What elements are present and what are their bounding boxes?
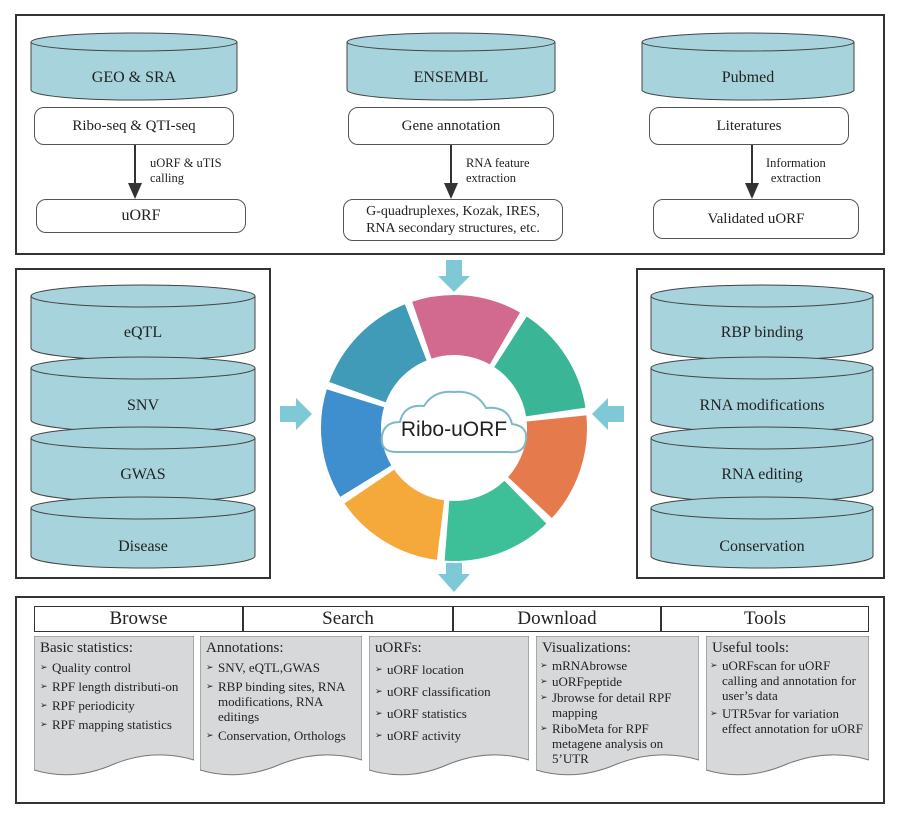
list-item: RBP binding sites, RNA modifications, RN… bbox=[206, 679, 360, 724]
list-item: RPF length distributi-on bbox=[40, 679, 192, 694]
card-uorfs: uORFs: uORF location uORF classification… bbox=[369, 636, 529, 786]
literatures-box: Literatures bbox=[649, 107, 849, 145]
top-panel bbox=[15, 14, 885, 255]
right-panel bbox=[636, 268, 885, 579]
card-title: Visualizations: bbox=[542, 640, 632, 656]
tab-tools[interactable]: Tools bbox=[661, 606, 869, 632]
pubmed-label: Pubmed bbox=[721, 69, 775, 86]
list-item: RiboMeta for RPF metagene analysis on 5’… bbox=[540, 721, 696, 766]
tab-search[interactable]: Search bbox=[243, 606, 453, 632]
conservation-label: Conservation bbox=[719, 538, 805, 555]
pubmed-database-icon bbox=[641, 32, 855, 101]
list-item: Quality control bbox=[40, 660, 192, 675]
card-title: Useful tools: bbox=[712, 640, 790, 656]
list-item: Jbrowse for detail RPF mapping bbox=[540, 690, 696, 720]
arrow-down-top-icon bbox=[438, 260, 470, 292]
list-item: Conservation, Orthologs bbox=[206, 728, 360, 743]
ribo-uorf-label: Ribo-uORF bbox=[400, 418, 508, 441]
bottom-panel bbox=[15, 596, 885, 804]
wheel-segment bbox=[491, 313, 588, 419]
validated-uorf-box: Validated uORF bbox=[653, 199, 859, 239]
card-useful-tools: Useful tools: uORFscan for uORF calling … bbox=[706, 636, 869, 786]
eqtl-label: eQTL bbox=[123, 324, 163, 341]
rna-modifications-label: RNA modifications bbox=[699, 397, 825, 414]
card-title: uORFs: bbox=[375, 640, 422, 656]
card-visualizations: Visualizations: mRNAbrowse uORFpeptide J… bbox=[536, 636, 699, 786]
left-database-stack bbox=[30, 284, 256, 569]
center-wheel bbox=[280, 260, 624, 592]
geo-sra-database-icon bbox=[30, 32, 238, 101]
ensembl-label: ENSEMBL bbox=[413, 69, 489, 86]
down-arrow-icon bbox=[745, 145, 759, 199]
uorf-result-box: uORF bbox=[36, 199, 246, 233]
ensembl-database-icon bbox=[346, 32, 556, 101]
gwas-label: GWAS bbox=[120, 466, 166, 483]
list-item: uORF location bbox=[375, 662, 527, 677]
list-item: uORF classification bbox=[375, 684, 527, 699]
card-title: Basic statistics: bbox=[40, 640, 133, 656]
arrow-down-bottom-icon bbox=[438, 562, 470, 592]
down-arrow-icon bbox=[128, 145, 142, 199]
arrow-left-icon bbox=[592, 398, 624, 430]
rbp-binding-label: RBP binding bbox=[720, 324, 804, 341]
wheel-segment bbox=[341, 466, 447, 563]
list-item: uORFscan for uORF calling and annotation… bbox=[710, 658, 866, 703]
list-item: uORF activity bbox=[375, 728, 527, 743]
tab-download[interactable]: Download bbox=[453, 606, 661, 632]
tab-browse[interactable]: Browse bbox=[34, 606, 243, 632]
wheel-segment bbox=[442, 477, 550, 563]
left-panel bbox=[15, 268, 271, 579]
list-item: SNV, eQTL,GWAS bbox=[206, 660, 360, 675]
card-annotations: Annotations: SNV, eQTL,GWAS RBP binding … bbox=[200, 636, 362, 786]
rna-features-box: G-quadruplexes, Kozak, IRES, RNA seconda… bbox=[343, 199, 563, 241]
geo-sra-label: GEO & SRA bbox=[91, 69, 177, 86]
wheel-segment bbox=[409, 293, 523, 368]
snv-label: SNV bbox=[126, 397, 159, 414]
arrow-right-icon bbox=[280, 398, 312, 430]
rna-editing-label: RNA editing bbox=[721, 466, 803, 483]
list-item: uORF statistics bbox=[375, 706, 527, 721]
list-item: uORFpeptide bbox=[540, 674, 696, 689]
list-item: RPF mapping statistics bbox=[40, 717, 192, 732]
card-basic-statistics: Basic statistics: Quality control RPF le… bbox=[34, 636, 194, 786]
list-item: UTR5var for variation effect annotation … bbox=[710, 706, 866, 736]
list-item: RPF periodicity bbox=[40, 698, 192, 713]
list-item: mRNAbrowse bbox=[540, 658, 696, 673]
wheel-segment bbox=[326, 301, 430, 405]
ribo-seq-box: Ribo-seq & QTI-seq bbox=[34, 107, 234, 145]
right-database-stack bbox=[650, 284, 874, 569]
cloud-icon bbox=[380, 390, 528, 454]
disease-label: Disease bbox=[118, 538, 168, 555]
gene-annotation-box: Gene annotation bbox=[348, 107, 554, 145]
card-title: Annotations: bbox=[206, 640, 284, 656]
down-arrow-icon bbox=[444, 145, 458, 199]
